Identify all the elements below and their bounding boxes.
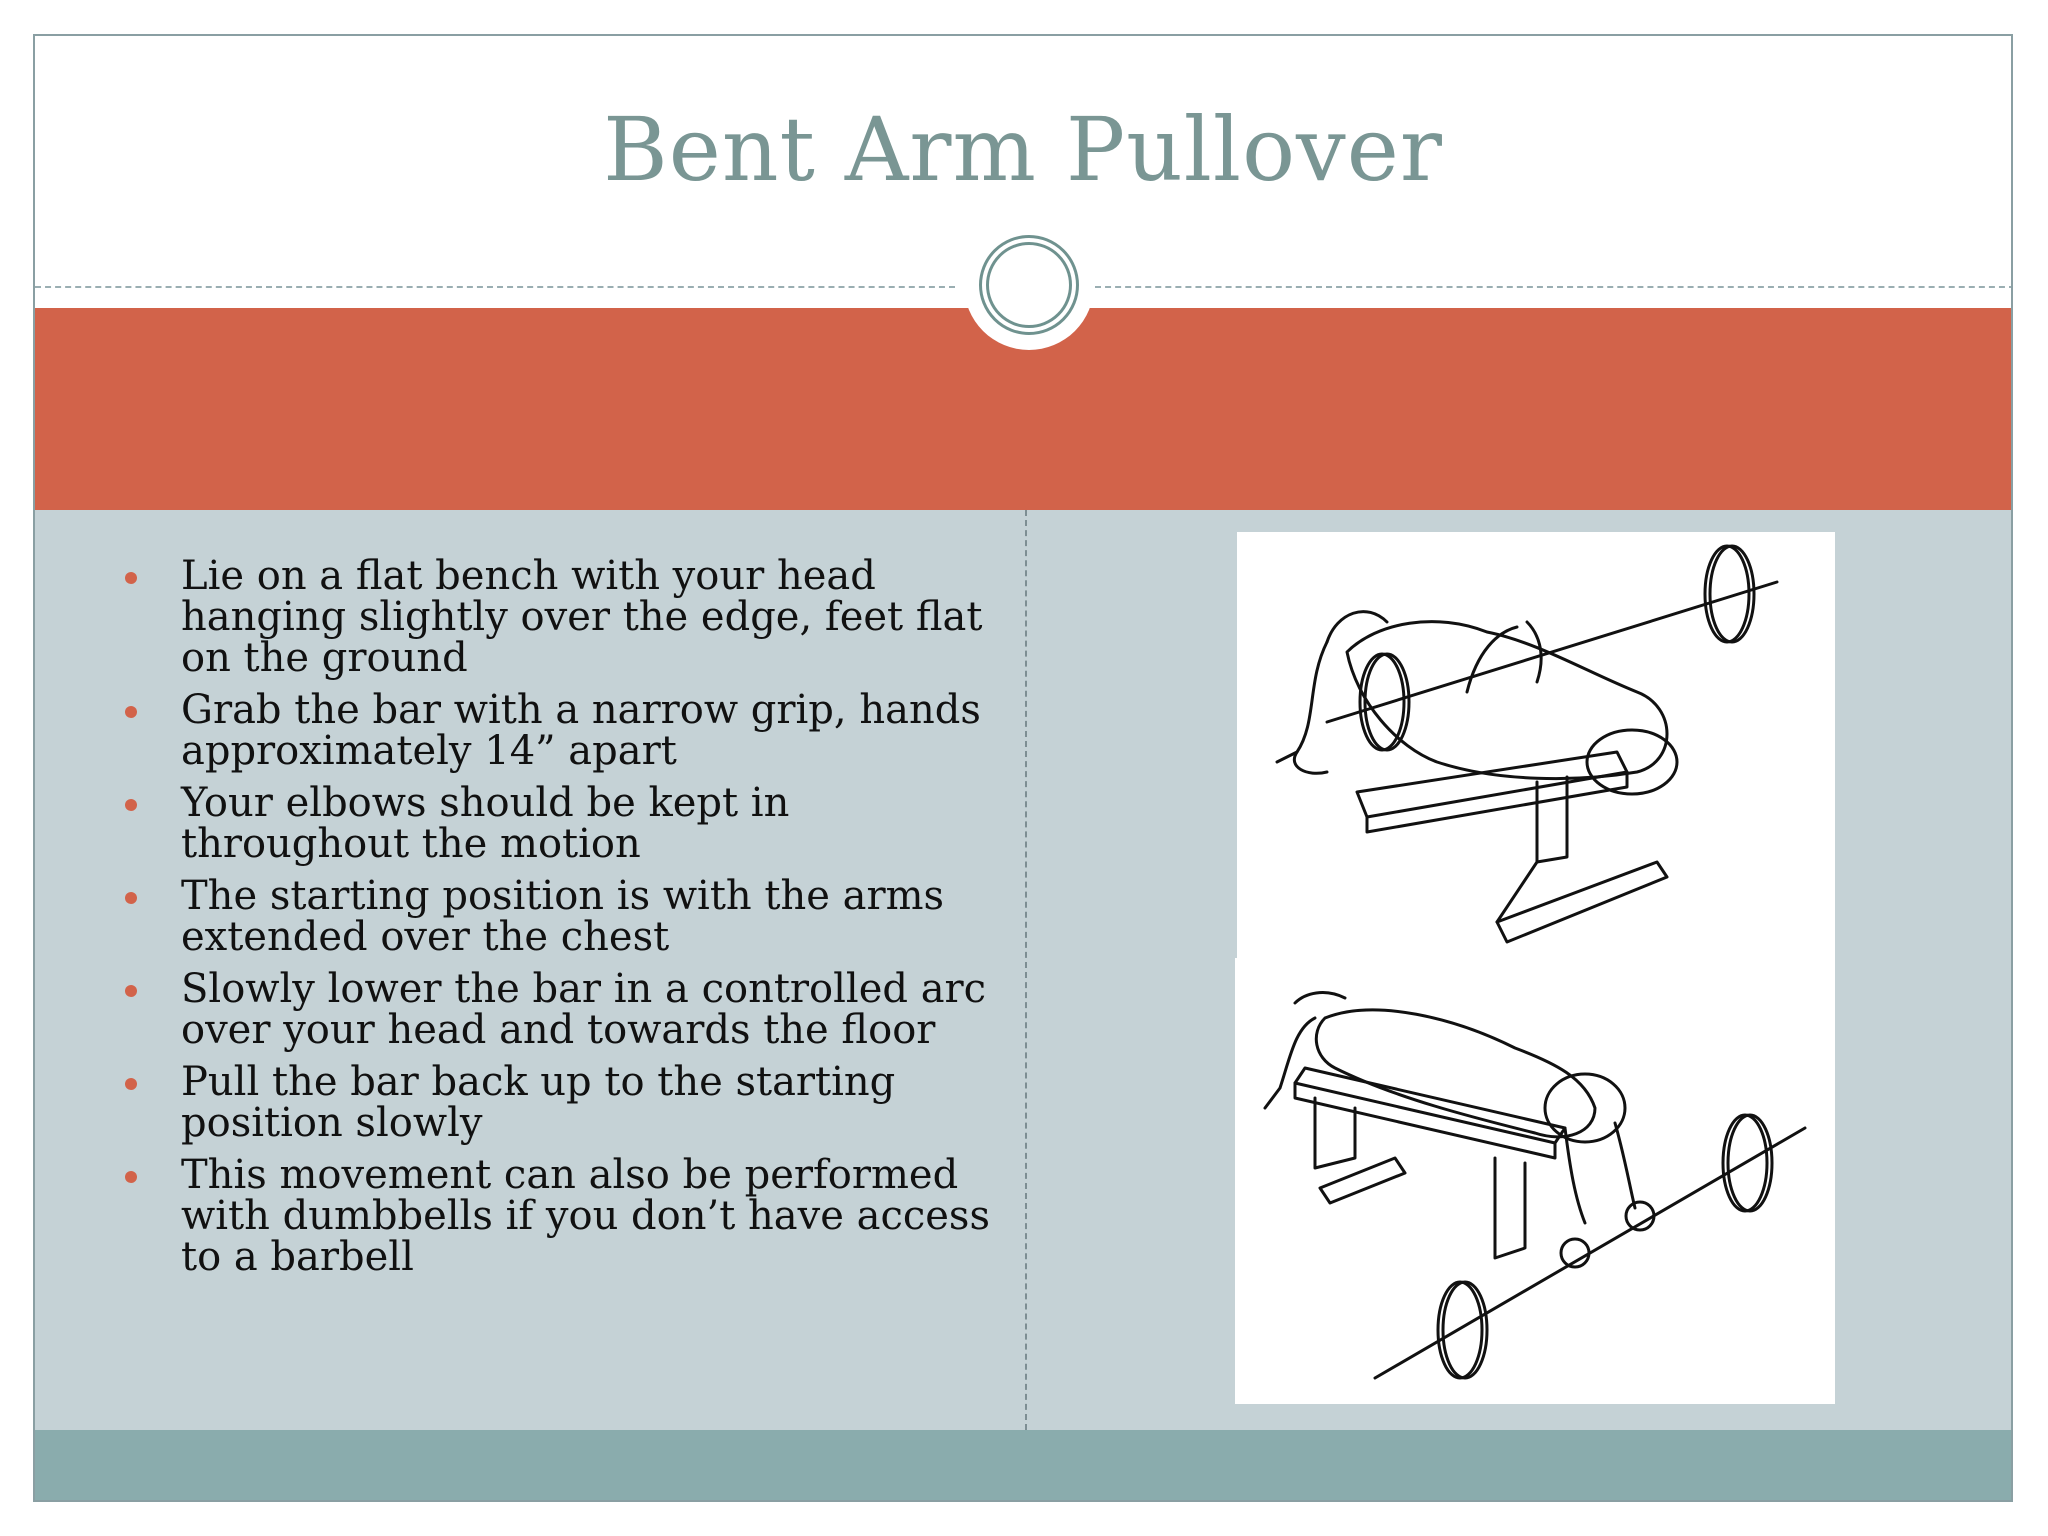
bullet-text: Grab the bar with a narrow grip, hands a… — [181, 687, 981, 774]
bullet-text: Slowly lower the bar in a controlled arc… — [181, 966, 987, 1053]
exercise-start-illustration — [1237, 532, 1835, 958]
exercise-stretch-illustration — [1235, 958, 1835, 1404]
bullet-dot-icon — [125, 1171, 137, 1183]
bullet-text: Pull the bar back up to the starting pos… — [181, 1059, 896, 1146]
bullet-text: The starting position is with the arms e… — [181, 873, 945, 960]
bullet-item: This movement can also be performed with… — [95, 1155, 995, 1278]
slide-frame: Bent Arm Pullover Lie on a flat bench wi… — [33, 34, 2013, 1502]
bullet-item: Your elbows should be kept in throughout… — [95, 783, 995, 865]
bullet-list: Lie on a flat bench with your head hangi… — [95, 556, 995, 1289]
bullet-dot-icon — [125, 985, 137, 997]
column-divider — [1025, 510, 1027, 1430]
bullet-dot-icon — [125, 1078, 137, 1090]
bullet-dot-icon — [125, 892, 137, 904]
bullet-dot-icon — [125, 799, 137, 811]
bullet-dot-icon — [125, 706, 137, 718]
emblem-inner-ring — [986, 242, 1072, 328]
bullet-item: Slowly lower the bar in a controlled arc… — [95, 969, 995, 1051]
title-divider-right — [1095, 286, 2011, 288]
emblem-outer-ring — [979, 235, 1079, 335]
footer-band — [35, 1430, 2011, 1500]
bullet-text: Your elbows should be kept in throughout… — [181, 780, 790, 867]
title-divider-left — [35, 286, 955, 288]
bullet-dot-icon — [125, 572, 137, 584]
bullet-item: Lie on a flat bench with your head hangi… — [95, 556, 995, 679]
slide-title: Bent Arm Pullover — [603, 98, 1443, 201]
pullover-stretch-drawing — [1263, 991, 1807, 1380]
bullet-text: Lie on a flat bench with your head hangi… — [181, 553, 983, 681]
bullet-item: Grab the bar with a narrow grip, hands a… — [95, 690, 995, 772]
pullover-start-drawing — [1275, 544, 1779, 944]
bullet-item: The starting position is with the arms e… — [95, 876, 995, 958]
bullet-item: Pull the bar back up to the starting pos… — [95, 1062, 995, 1144]
bullet-text: This movement can also be performed with… — [181, 1152, 990, 1280]
circle-emblem-icon — [964, 220, 1094, 350]
